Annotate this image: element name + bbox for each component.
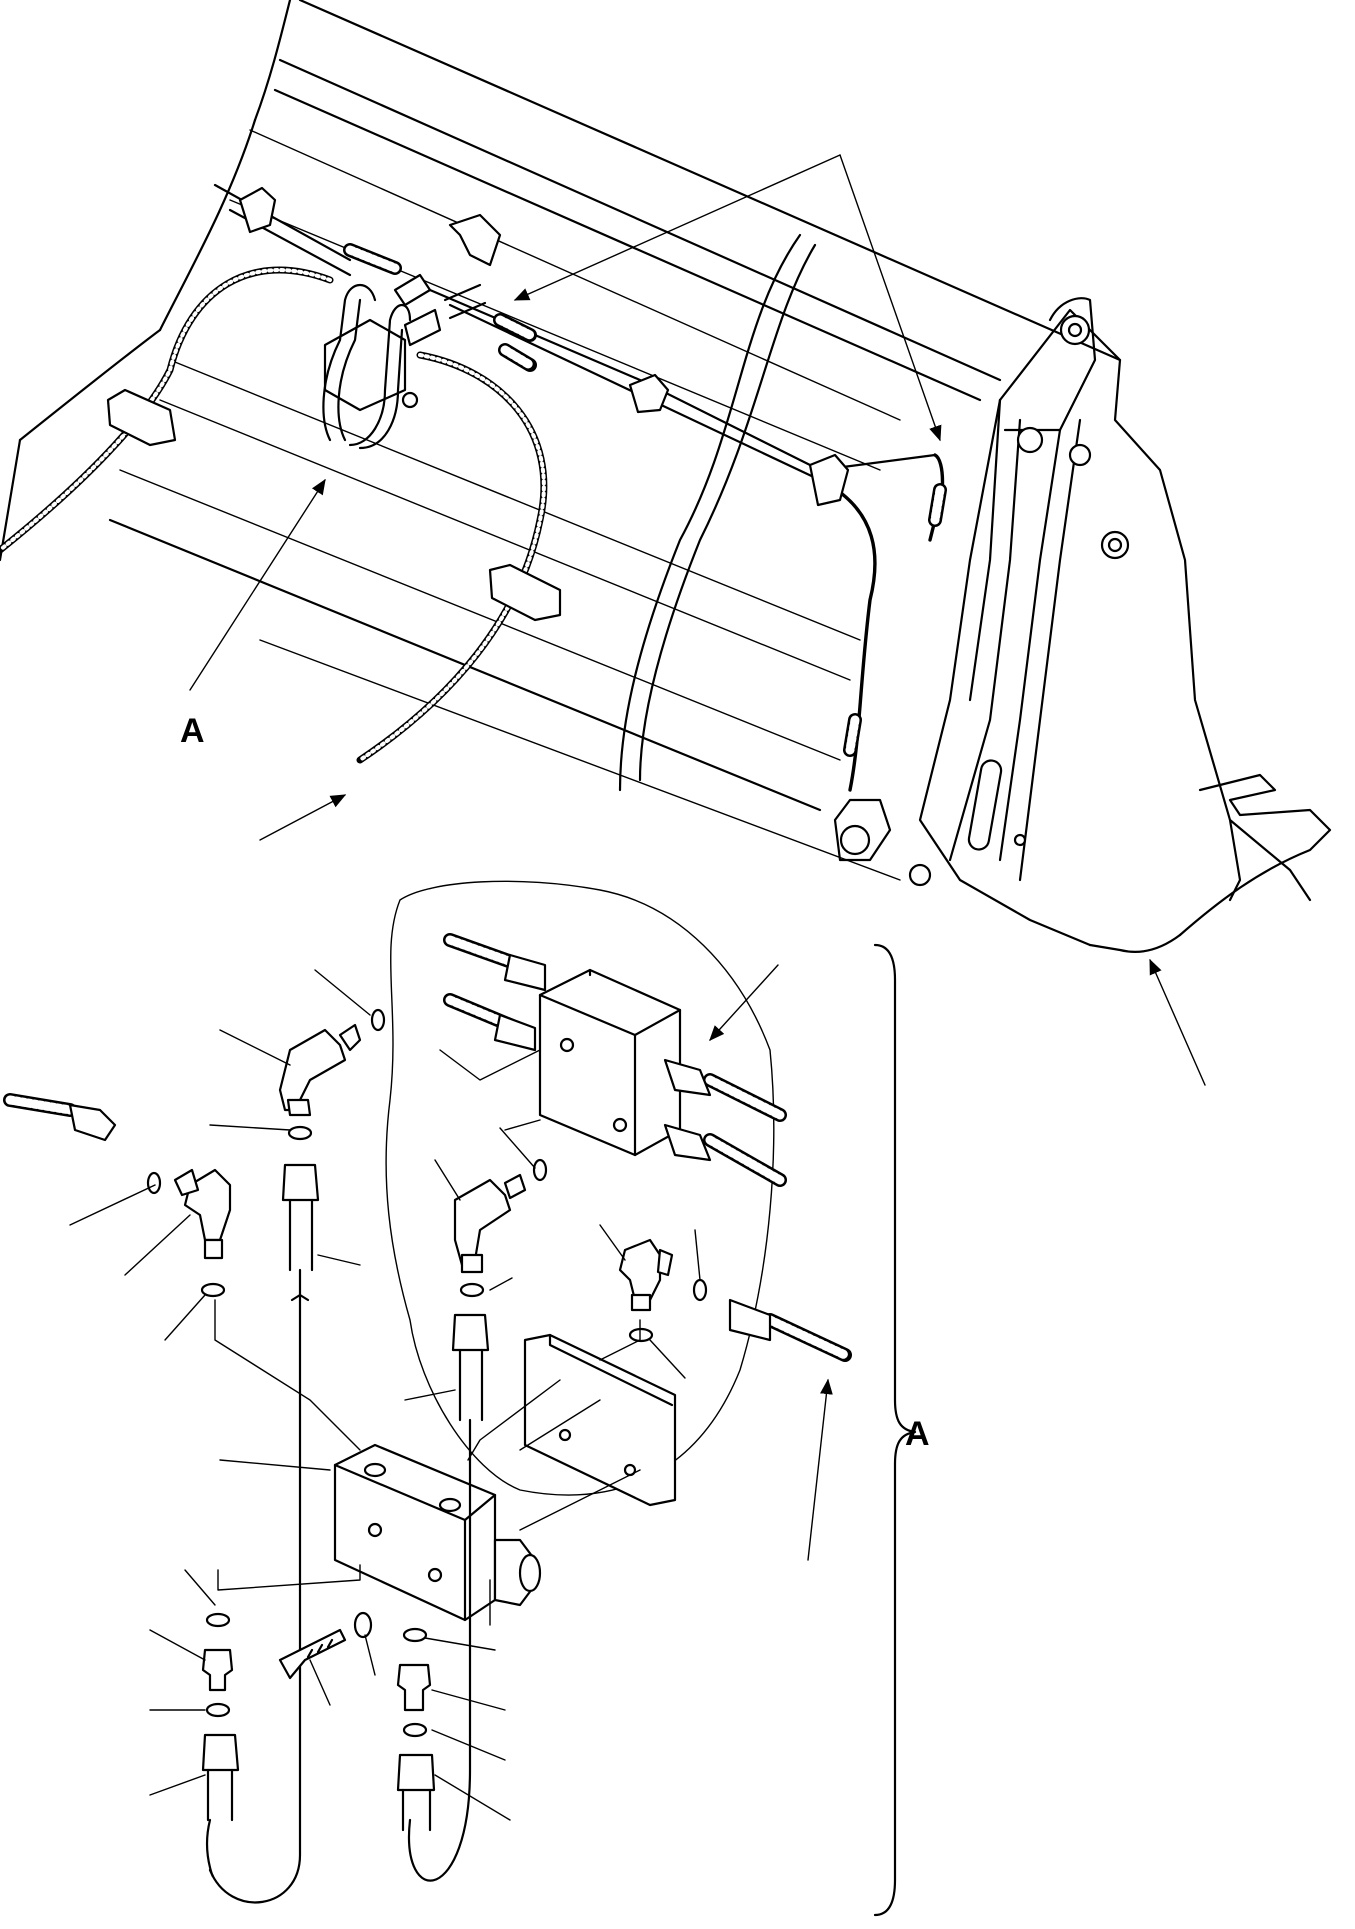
tube-assemblies xyxy=(3,1093,852,1904)
mounting-plate xyxy=(523,1333,677,1507)
detail-a-boundary xyxy=(385,880,775,1496)
detail-ref-label-upper: A xyxy=(180,712,205,750)
detail-ref-label-lower: A xyxy=(905,1415,930,1453)
elbow-fittings xyxy=(173,1023,674,1312)
leader-lines xyxy=(69,964,833,1821)
bucket-assembly xyxy=(0,0,1332,953)
bucket-hose-routing xyxy=(0,183,947,792)
detail-a-brace xyxy=(873,943,917,1917)
upper-callout-arrows xyxy=(189,154,1206,1086)
valve-block xyxy=(443,933,787,1187)
o-rings xyxy=(146,1008,708,1738)
manifold-block xyxy=(333,1443,542,1622)
